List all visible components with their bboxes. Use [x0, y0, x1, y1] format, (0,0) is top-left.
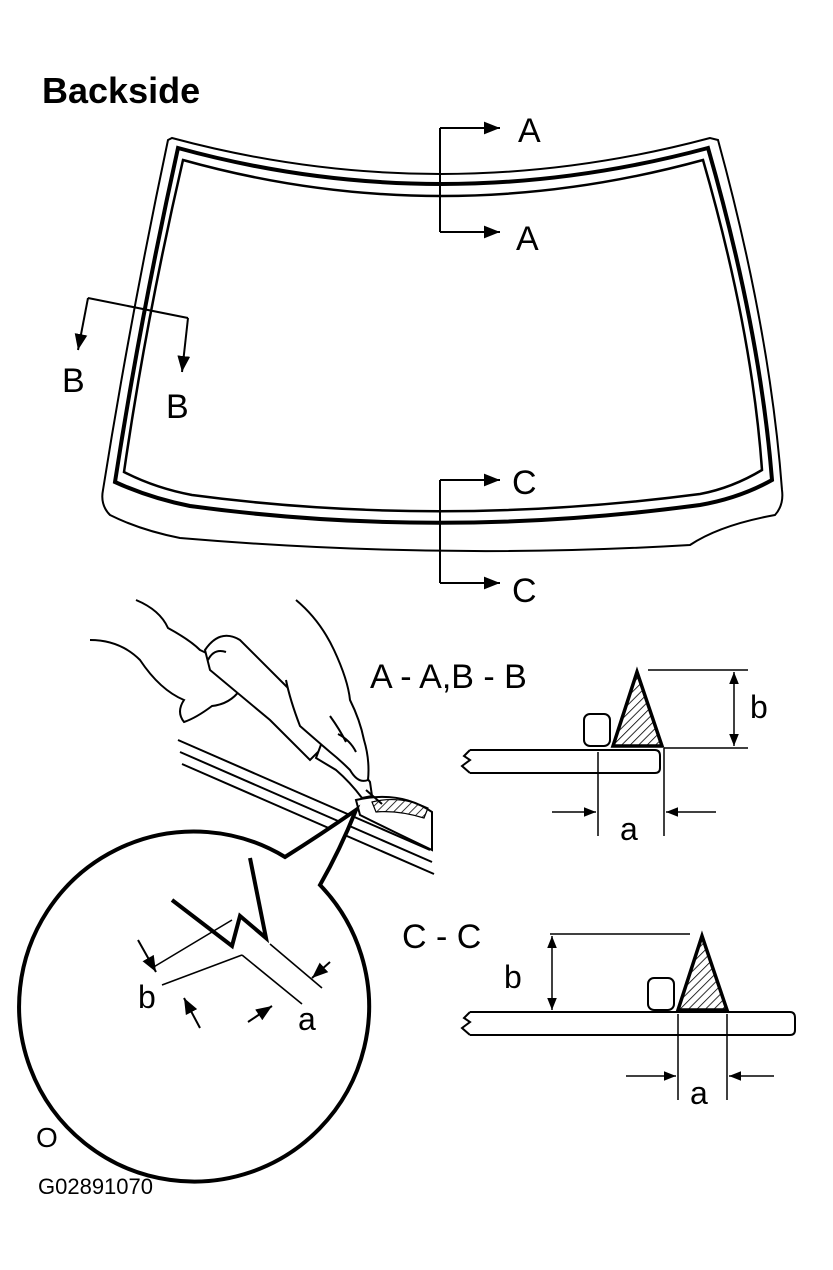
bubble-dim-a-label: a [298, 1001, 316, 1037]
section-cc-heading: C - C [402, 918, 481, 956]
section-cc-dim-a-label: a [690, 1075, 708, 1111]
note-mark: O [36, 1122, 58, 1153]
section-ab-dim-a-label: a [620, 811, 638, 847]
section-b-marker [74, 297, 191, 373]
bubble-dim-b-label: b [138, 979, 156, 1015]
windshield-glass [101, 136, 784, 553]
diagram-title: Backside [42, 70, 201, 111]
magnified-detail-bubble [17, 804, 372, 1184]
section-c-label-top: C [512, 464, 537, 502]
section-a-label-bottom: A [516, 220, 539, 258]
section-c-marker [439, 473, 500, 590]
section-a-marker [439, 121, 500, 239]
section-b-label-left: B [62, 362, 85, 400]
section-cc-dimensions [547, 933, 774, 1100]
section-ab-dimensions [552, 669, 748, 836]
hands-with-adhesive-gun [89, 599, 435, 875]
figure-code: G02891070 [38, 1174, 153, 1199]
section-cc-profile [460, 930, 796, 1036]
section-ab-profile [460, 666, 665, 774]
section-c-label-bottom: C [512, 572, 537, 610]
section-b-label-right: B [166, 388, 189, 426]
section-cc-dim-b-label: b [504, 959, 522, 995]
section-a-label-top: A [518, 112, 541, 150]
section-ab-heading: A - A,B - B [370, 658, 527, 696]
section-ab-dim-b-label: b [750, 689, 768, 725]
